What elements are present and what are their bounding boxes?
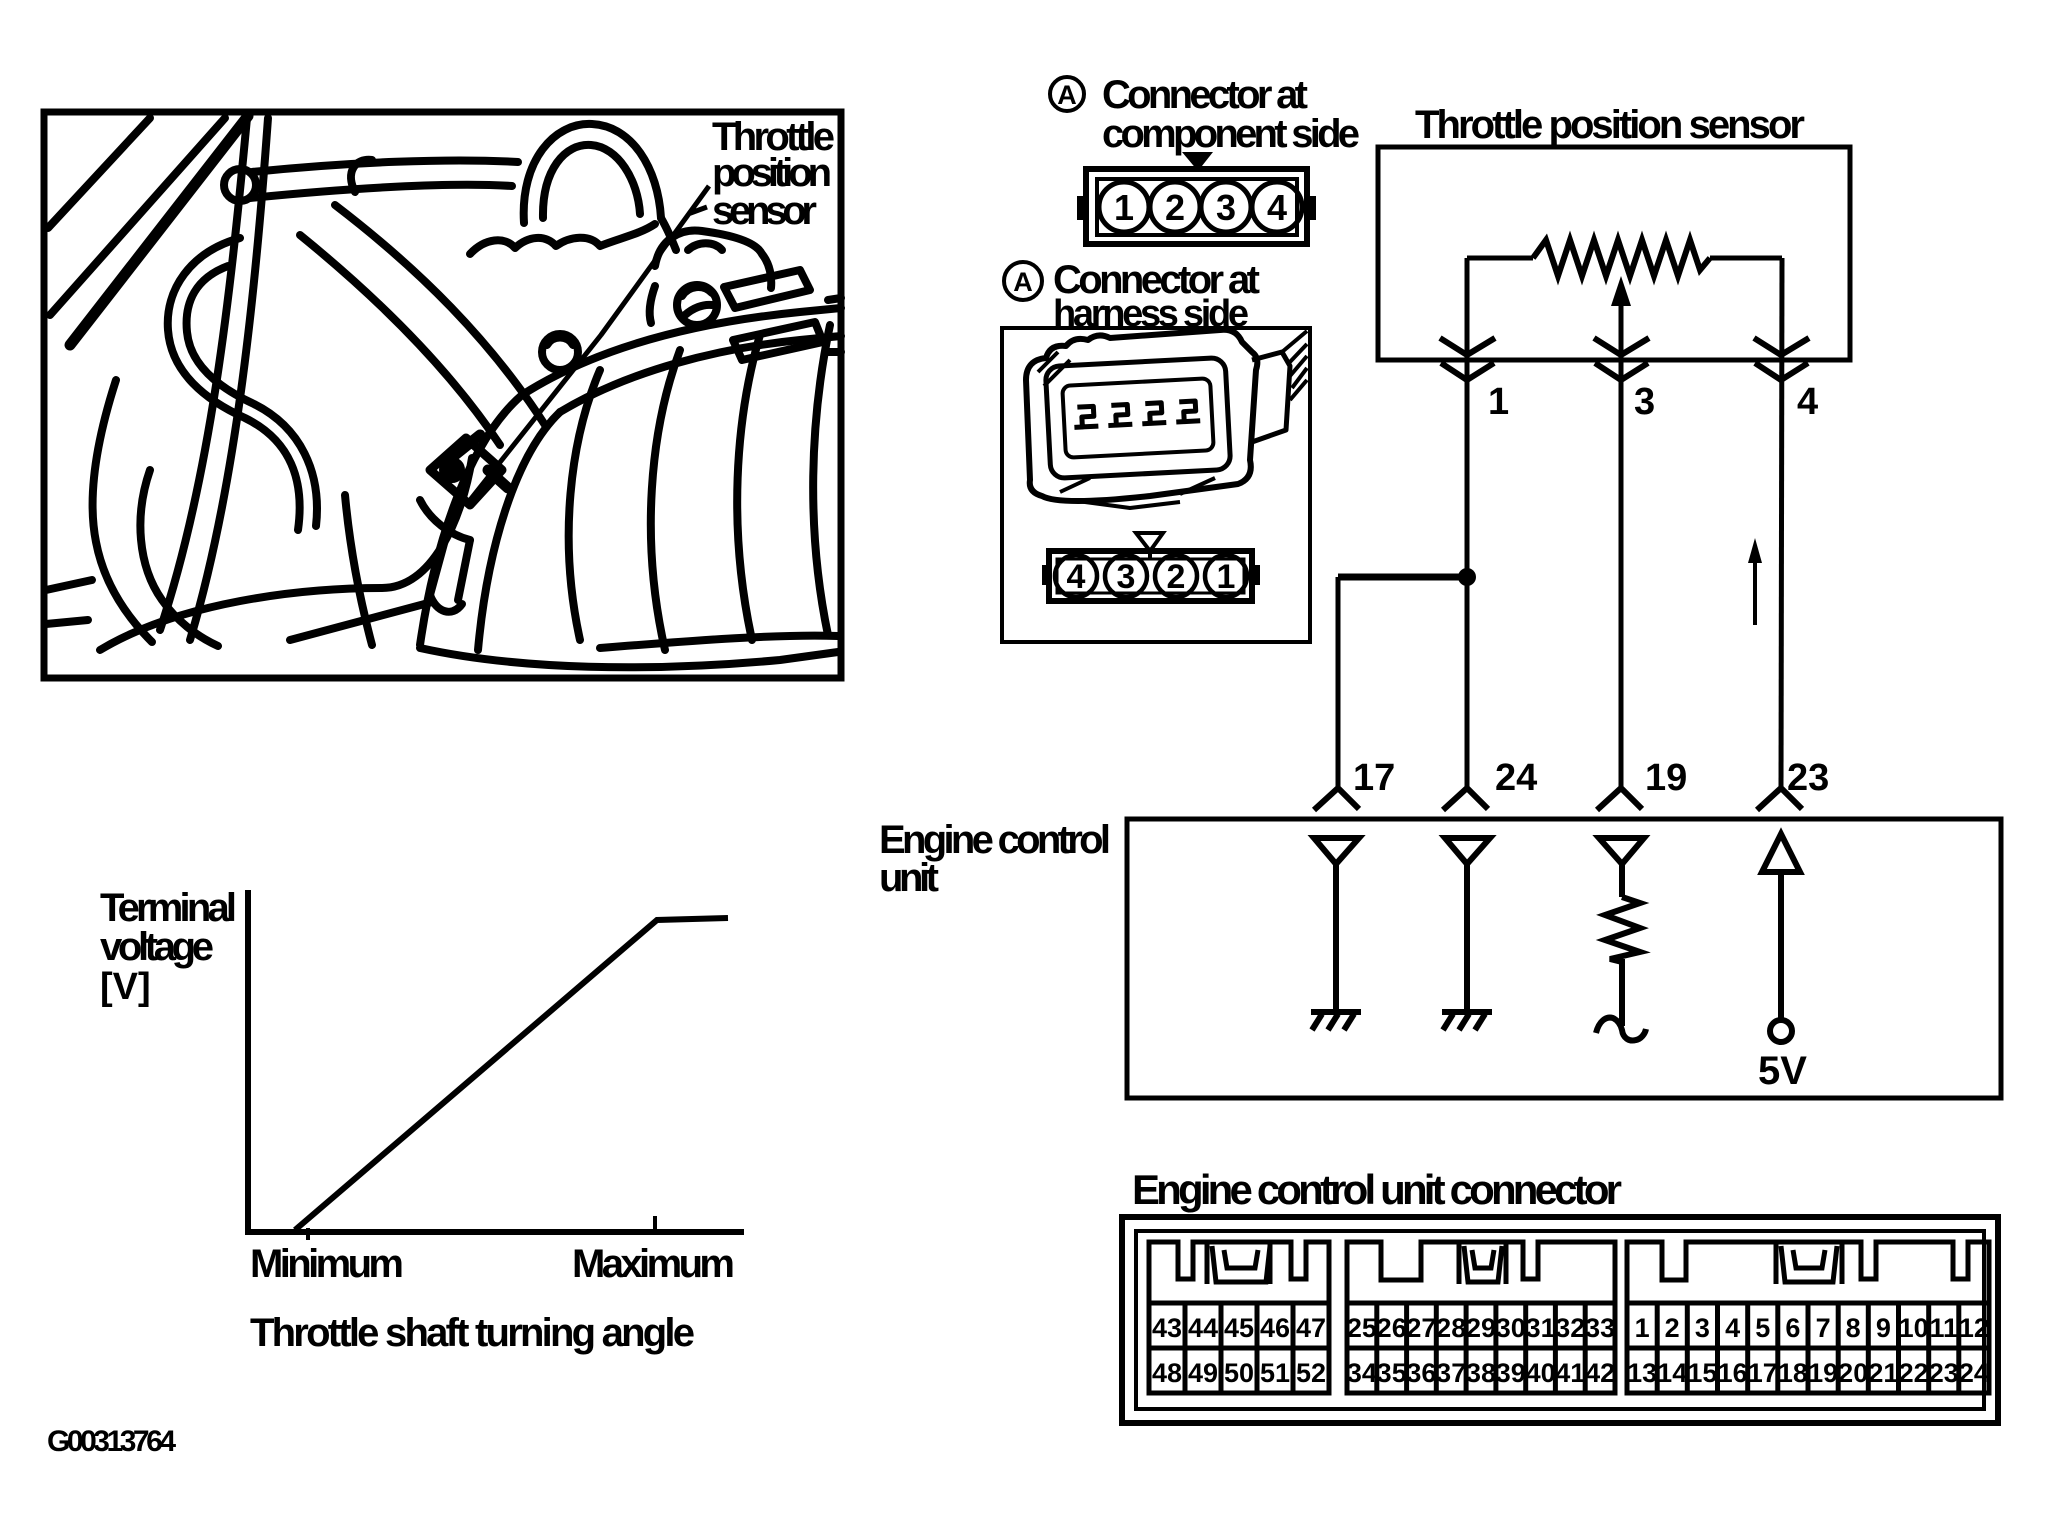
svg-text:22: 22: [1899, 1358, 1929, 1388]
svg-text:17: 17: [1748, 1358, 1778, 1388]
svg-text:49: 49: [1188, 1358, 1218, 1388]
svg-text:8: 8: [1846, 1313, 1861, 1343]
svg-text:15: 15: [1687, 1358, 1717, 1388]
svg-text:44: 44: [1188, 1313, 1218, 1343]
svg-text:33: 33: [1585, 1313, 1615, 1343]
svg-text:1: 1: [1114, 187, 1134, 228]
svg-text:36: 36: [1406, 1358, 1436, 1388]
svg-text:Connector at: Connector at: [1102, 73, 1308, 117]
svg-text:2: 2: [1165, 187, 1185, 228]
svg-text:A: A: [1057, 80, 1077, 110]
svg-text:19: 19: [1645, 757, 1687, 799]
svg-text:35: 35: [1377, 1358, 1407, 1388]
svg-text:component side: component side: [1102, 112, 1360, 156]
svg-text:18: 18: [1778, 1358, 1808, 1388]
svg-text:4: 4: [1797, 381, 1818, 423]
svg-text:1: 1: [1635, 1313, 1650, 1343]
svg-text:47: 47: [1296, 1313, 1326, 1343]
svg-text:37: 37: [1436, 1358, 1466, 1388]
svg-text:45: 45: [1224, 1313, 1254, 1343]
svg-text:G00313764: G00313764: [47, 1425, 176, 1458]
svg-text:Engine control unit connector: Engine control unit connector: [1132, 1166, 1622, 1213]
svg-text:20: 20: [1838, 1358, 1868, 1388]
svg-text:27: 27: [1406, 1313, 1436, 1343]
svg-text:38: 38: [1466, 1358, 1496, 1388]
svg-text:9: 9: [1876, 1313, 1891, 1343]
svg-text:Terminal: Terminal: [100, 886, 237, 930]
svg-text:voltage: voltage: [100, 925, 214, 969]
svg-text:Throttle position sensor: Throttle position sensor: [1415, 103, 1805, 147]
svg-text:31: 31: [1526, 1313, 1556, 1343]
svg-text:41: 41: [1555, 1358, 1585, 1388]
svg-text:32: 32: [1555, 1313, 1585, 1343]
svg-text:1: 1: [1217, 558, 1236, 596]
svg-text:Throttle shaft turning angle: Throttle shaft turning angle: [250, 1311, 695, 1355]
svg-text:[V]: [V]: [100, 966, 151, 1008]
svg-text:2: 2: [1665, 1313, 1680, 1343]
svg-text:A: A: [1013, 267, 1033, 297]
svg-text:3: 3: [1634, 381, 1655, 423]
svg-text:5: 5: [1755, 1313, 1770, 1343]
svg-text:3: 3: [1216, 187, 1236, 228]
svg-text:21: 21: [1868, 1358, 1898, 1388]
svg-text:29: 29: [1466, 1313, 1496, 1343]
svg-text:17: 17: [1353, 757, 1395, 799]
svg-text:1: 1: [1488, 381, 1509, 423]
svg-text:4: 4: [1067, 558, 1086, 596]
svg-text:51: 51: [1260, 1358, 1290, 1388]
svg-text:43: 43: [1152, 1313, 1182, 1343]
svg-text:Maximum: Maximum: [572, 1242, 735, 1286]
svg-text:16: 16: [1718, 1358, 1748, 1388]
svg-text:28: 28: [1436, 1313, 1466, 1343]
svg-text:48: 48: [1152, 1358, 1182, 1388]
svg-text:Connector at: Connector at: [1053, 258, 1260, 302]
svg-text:Throttle: Throttle: [712, 115, 835, 159]
svg-text:4: 4: [1267, 187, 1287, 228]
svg-text:19: 19: [1808, 1358, 1838, 1388]
svg-text:26: 26: [1377, 1313, 1407, 1343]
svg-text:11: 11: [1930, 1313, 1959, 1343]
svg-text:52: 52: [1296, 1358, 1326, 1388]
svg-text:Engine control: Engine control: [879, 818, 1111, 862]
svg-text:40: 40: [1526, 1358, 1556, 1388]
svg-text:3: 3: [1117, 558, 1136, 596]
svg-text:7: 7: [1816, 1313, 1831, 1343]
svg-text:39: 39: [1496, 1358, 1526, 1388]
svg-text:42: 42: [1585, 1358, 1615, 1388]
svg-text:Minimum: Minimum: [250, 1242, 404, 1286]
svg-text:sensor: sensor: [712, 189, 817, 233]
svg-text:24: 24: [1495, 757, 1537, 799]
svg-text:30: 30: [1496, 1313, 1526, 1343]
svg-text:23: 23: [1787, 757, 1829, 799]
svg-text:23: 23: [1929, 1358, 1959, 1388]
svg-text:25: 25: [1347, 1313, 1377, 1343]
svg-text:3: 3: [1695, 1313, 1710, 1343]
svg-text:14: 14: [1657, 1358, 1687, 1388]
svg-text:34: 34: [1347, 1358, 1377, 1388]
svg-text:10: 10: [1899, 1313, 1929, 1343]
svg-text:12: 12: [1959, 1313, 1989, 1343]
svg-text:2: 2: [1167, 558, 1186, 596]
svg-text:position: position: [712, 151, 832, 195]
svg-text:unit: unit: [879, 856, 939, 900]
svg-text:50: 50: [1224, 1358, 1254, 1388]
svg-text:24: 24: [1959, 1358, 1989, 1388]
svg-text:46: 46: [1260, 1313, 1290, 1343]
svg-text:5V: 5V: [1758, 1049, 1807, 1093]
svg-text:6: 6: [1785, 1313, 1800, 1343]
svg-text:4: 4: [1725, 1313, 1740, 1343]
svg-text:13: 13: [1627, 1358, 1657, 1388]
